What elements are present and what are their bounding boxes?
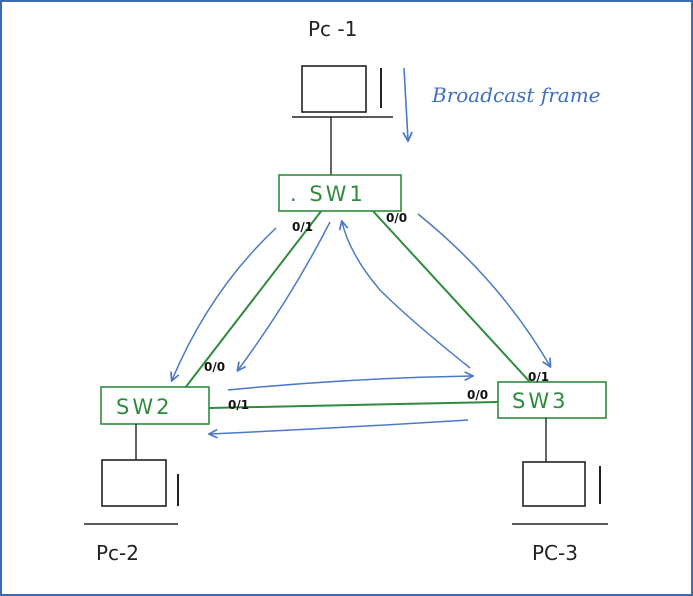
sw3-box xyxy=(497,381,607,419)
sw1-label: . SW1 xyxy=(290,182,366,206)
switch-sw3: SW3 xyxy=(497,381,607,419)
pc-3-label: PC-3 xyxy=(532,541,578,565)
sw3-label: SW3 xyxy=(512,389,568,413)
port-sw1-to-sw3: 0/0 xyxy=(386,211,407,225)
pc-2-label: Pc-2 xyxy=(96,541,139,565)
link-sw1-sw2 xyxy=(184,209,323,389)
pc-3: PC-3 xyxy=(512,461,608,565)
port-sw3-to-sw1: 0/1 xyxy=(528,370,549,384)
broadcast-note: Broadcast frame xyxy=(431,83,601,107)
port-sw2-to-sw1: 0/0 xyxy=(204,360,225,374)
sw1-box xyxy=(278,174,402,212)
pc-1: Pc -1 xyxy=(292,17,393,118)
switch-sw2: SW2 xyxy=(100,386,210,425)
arrow-sw1-to-sw2 xyxy=(172,227,277,380)
sw2-box xyxy=(100,386,210,425)
link-sw1-sw3 xyxy=(371,209,531,383)
pc-1-monitor-icon xyxy=(301,65,367,113)
arrow-sw1-to-sw2-inner xyxy=(238,221,331,370)
port-sw3-to-sw2: 0/0 xyxy=(467,388,488,402)
arrow-sw3-to-sw1 xyxy=(342,222,471,369)
switch-sw1: . SW1 xyxy=(278,174,402,212)
arrow-sw3-to-sw2 xyxy=(210,419,469,434)
arrow-sw2-to-sw3 xyxy=(227,376,472,391)
broadcast-arrow xyxy=(404,67,408,140)
link-sw2-sw3 xyxy=(208,401,499,409)
arrow-sw1-to-sw3 xyxy=(417,213,550,366)
pc-1-label: Pc -1 xyxy=(308,17,357,41)
pc-2: Pc-2 xyxy=(84,459,179,565)
pc-2-monitor-icon xyxy=(101,459,167,507)
pc-3-monitor-icon xyxy=(522,461,586,507)
port-sw1-to-sw2: 0/1 xyxy=(292,220,313,234)
sw2-label: SW2 xyxy=(116,395,172,419)
port-sw2-to-sw3: 0/1 xyxy=(228,398,249,412)
